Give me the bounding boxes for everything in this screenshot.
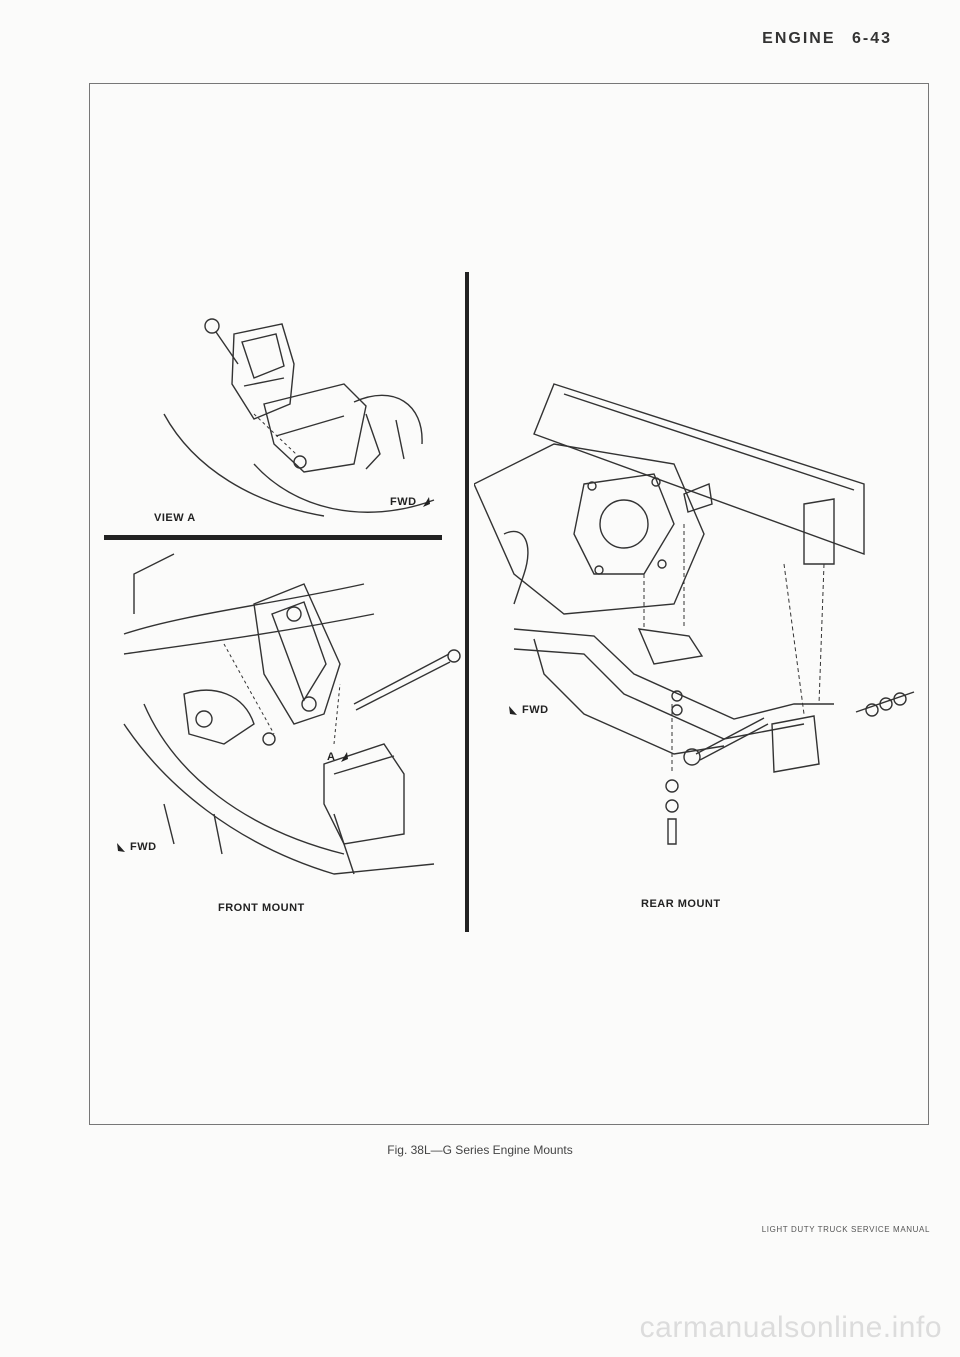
fwd-text: FWD	[522, 704, 549, 716]
fwd-arrow-icon	[422, 497, 430, 507]
rear-mount-fwd-label: FWD	[508, 704, 549, 716]
front-mount-label: FRONT MOUNT	[218, 902, 305, 914]
view-a-illustration	[163, 318, 435, 517]
front-mount-fwd-label: FWD	[116, 841, 157, 853]
view-a-label: VIEW A	[154, 512, 196, 524]
view-a-marker: A	[327, 751, 349, 763]
fwd-arrow-icon	[117, 843, 125, 852]
watermark: carmanualsonline.info	[639, 1311, 942, 1344]
figure-frame: VIEW A FWD	[89, 83, 929, 1125]
rear-mount-label: REAR MOUNT	[641, 898, 721, 910]
rear-mount-illustration	[474, 383, 915, 845]
fwd-arrow-icon	[509, 706, 517, 715]
page-header: ENGINE 6-43	[762, 30, 892, 48]
manual-title: LIGHT DUTY TRUCK SERVICE MANUAL	[761, 1225, 930, 1234]
fwd-text: FWD	[130, 841, 157, 853]
view-divider	[104, 535, 442, 540]
view-marker-text: A	[327, 751, 336, 763]
figure-caption: Fig. 38L—G Series Engine Mounts	[387, 1143, 573, 1157]
page-number: 6-43	[851, 30, 892, 47]
view-marker-arrow-icon	[341, 752, 349, 762]
panel-divider	[465, 272, 469, 932]
section-title: ENGINE	[762, 30, 836, 47]
view-a-fwd-label: FWD	[390, 496, 431, 508]
fwd-text: FWD	[390, 496, 417, 508]
front-mount-illustration	[123, 553, 461, 875]
